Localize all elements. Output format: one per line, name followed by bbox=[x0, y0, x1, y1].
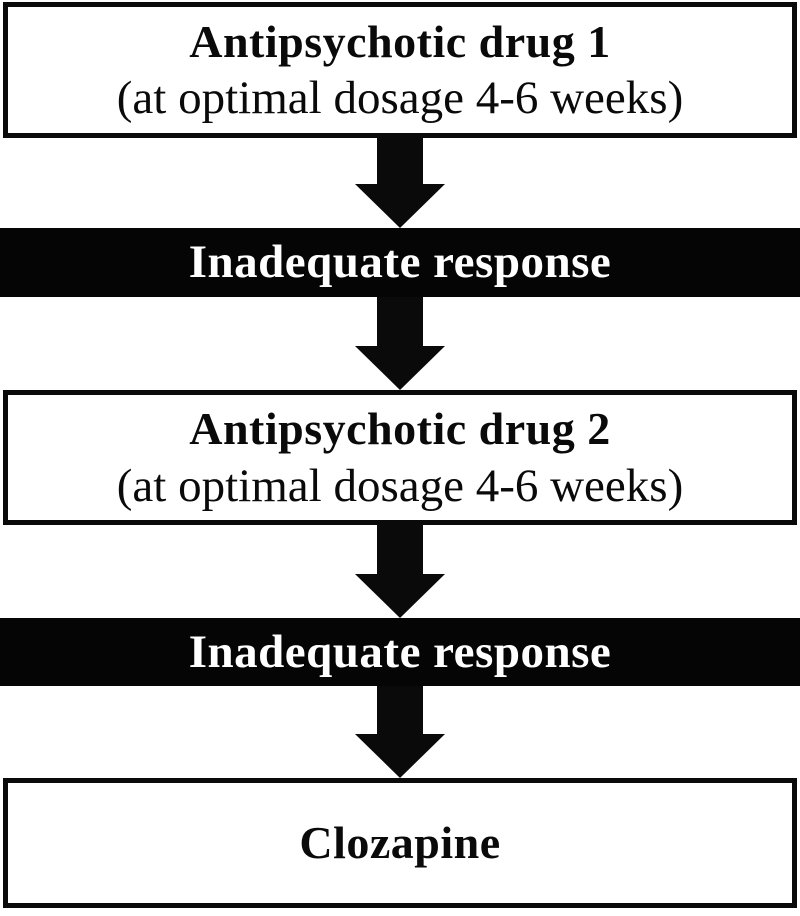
flow-bar-inadequate-response-1: Inadequate response bbox=[0, 228, 800, 297]
box-title: Antipsychotic drug 1 bbox=[189, 15, 611, 67]
arrow-shaft bbox=[377, 297, 423, 346]
arrow-shaft bbox=[377, 525, 423, 574]
down-arrow-icon bbox=[0, 297, 800, 390]
down-arrow-icon bbox=[0, 138, 800, 228]
arrow-head bbox=[355, 574, 445, 618]
bar-title: Inadequate response bbox=[188, 625, 612, 678]
flow-bar-inadequate-response-2: Inadequate response bbox=[0, 618, 800, 686]
down-arrow-icon bbox=[0, 525, 800, 618]
bar-title: Inadequate response bbox=[188, 236, 612, 288]
flow-box-antipsychotic-drug-2: Antipsychotic drug 2 (at optimal dosage … bbox=[3, 390, 797, 525]
arrow-head bbox=[355, 734, 445, 778]
box-subtitle: (at optimal dosage 4-6 weeks) bbox=[116, 459, 684, 512]
arrow-head bbox=[355, 184, 445, 228]
down-arrow-icon bbox=[0, 686, 800, 778]
arrow-shaft bbox=[377, 686, 423, 734]
flow-box-clozapine: Clozapine bbox=[3, 778, 797, 908]
flow-box-antipsychotic-drug-1: Antipsychotic drug 1 (at optimal dosage … bbox=[3, 2, 797, 138]
arrow-shaft bbox=[377, 138, 423, 184]
box-title: Clozapine bbox=[299, 817, 501, 869]
box-title: Antipsychotic drug 2 bbox=[189, 403, 611, 455]
box-subtitle: (at optimal dosage 4-6 weeks) bbox=[116, 72, 684, 125]
arrow-head bbox=[355, 346, 445, 390]
